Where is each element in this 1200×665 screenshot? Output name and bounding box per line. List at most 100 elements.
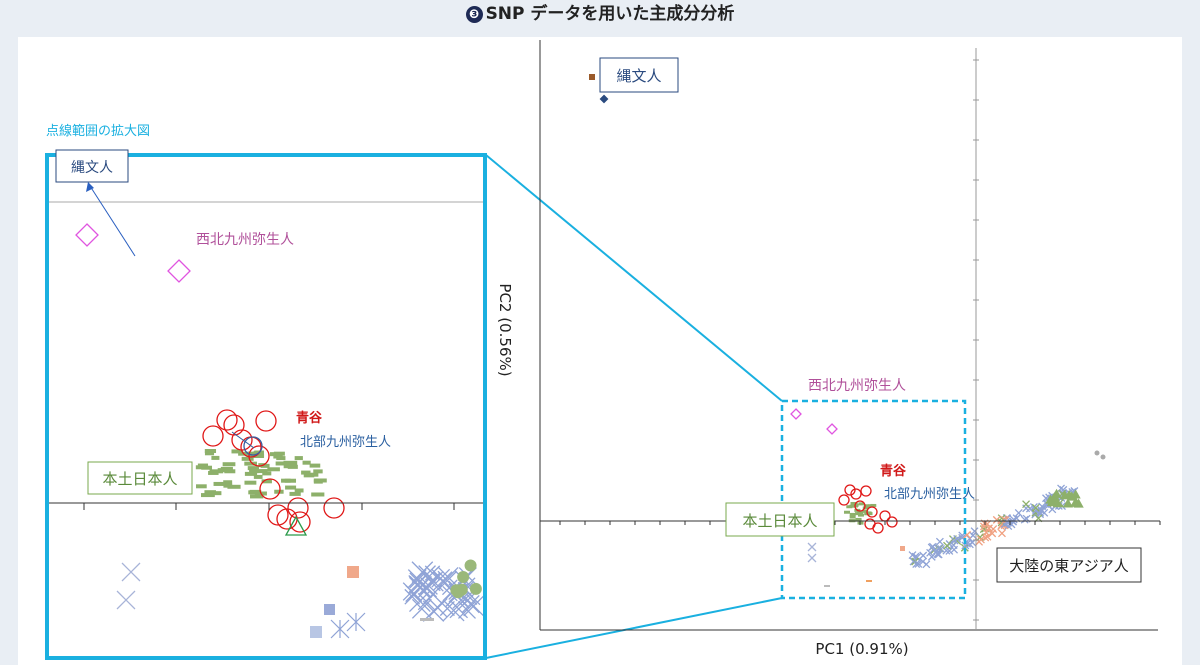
main-continental-point [998,529,1006,538]
inset-mainland-label-box [87,461,193,495]
main-continental-point [1014,509,1023,517]
inset-mainland-point [262,471,272,476]
main-continental-label-box [996,547,1142,583]
main-mainland-label-box [725,502,835,537]
main-jomon-point [589,74,595,80]
main-triangle-point [1062,498,1074,508]
inset-mainland-point [276,456,286,461]
inset-continental-point [402,582,422,601]
main-continental-alt-point [900,546,905,551]
main-continental-point [926,548,935,557]
main-jomon-label: 縄文人 [616,67,661,85]
inset-mainland-point [204,449,217,454]
main-aoya-point [854,500,866,512]
main-continental-point [945,546,954,555]
main-triangle-point [1048,493,1059,503]
main-continental-point [807,553,817,563]
main-continental-point [970,527,979,536]
main-nw-kyushu-yayoi-label: 西北九州弥生人 [808,377,906,394]
inset-continental-point [422,600,445,622]
main-aoya-point [860,485,872,497]
inset-mainland-point [283,464,298,469]
main-aoya-point [866,506,878,518]
inset-mainland-point [208,470,219,475]
inset-continental-point [457,600,476,619]
inset-aoya-point [323,497,345,519]
main-mainland-point [867,504,874,508]
figure-title: SNP データを用いた主成分分析 [485,4,735,24]
inset-continental-point [411,561,434,583]
main-aoya-point [838,494,850,506]
inset-n-kyushu-point [243,436,263,456]
inset-mainland-point [247,451,262,456]
main-continental-point [937,544,946,553]
main-continental-point [950,536,959,545]
inset-jomon-arrow-line [89,185,136,257]
inset-continental-point [404,588,421,605]
main-continental-point [935,537,944,546]
inset-mainland-point [294,456,303,461]
main-ticks [559,59,1161,621]
inset-nw-kyushu-point [75,223,99,247]
main-mainland-point [863,504,870,508]
connector-top [485,154,783,402]
inset-mainland-label: 本土日本人 [102,470,177,488]
main-continental-point [943,541,951,550]
main-triangle-point [1066,491,1077,501]
main-continental-point [912,560,921,569]
main-continental-point [927,552,936,561]
main-jomon-label-box [599,57,679,93]
inset-nw-kyushu-yayoi-label: 西北九州弥生人 [196,231,294,248]
main-continental-point [965,540,974,549]
inset-mainland-point [238,451,252,456]
main-mainland-point [855,517,862,521]
inset-continental-point [461,594,480,614]
inset-jomon-label-box [55,149,129,183]
main-continental-point [992,515,1001,524]
inset-aoya-point [202,425,224,447]
main-mainland-point [849,512,856,516]
main-mainland-point [846,505,853,509]
inset-aoya-point [216,409,238,431]
inset-continental-point [346,612,366,632]
main-nw-kyushu-point [790,408,802,420]
main-mainland-point [858,502,865,506]
inset-mainland-point [267,467,280,472]
main-mainland-point [851,502,858,506]
inset-aoya-point [287,497,309,519]
inset-mainland-point [222,462,236,467]
inset-continental-point [324,604,335,615]
inset-mainland-point [269,452,281,457]
main-n-kyushu-yayoi-label: 北部九州弥生人 [884,486,975,502]
main-continental-point [960,543,969,552]
main-triangle-point [1052,498,1063,508]
inset-mainland-point [201,465,213,470]
inset-aoya-point [223,414,245,436]
inset-aoya-point [289,511,311,533]
inset-continental-point [411,598,432,619]
main-continental-point [1038,502,1047,511]
main-continental-label: 大陸の東アジア人 [1009,557,1128,575]
inset-n-kyushu-yayoi-label: 北部九州弥生人 [300,434,391,450]
main-continental-point [1009,515,1018,524]
main-aoya-point [850,488,862,500]
zoom-caption: 点線範囲の拡大図 [46,123,150,139]
inset-aoya-point [231,429,253,451]
inset-aoya-point [259,478,281,500]
inset-mainland-point [241,456,254,461]
inset-mainland-point [261,479,272,484]
main-triangle-point [1051,488,1062,498]
inset-mainland-point [311,492,325,497]
main-continental-point [1029,503,1038,511]
main-continental-point [1020,515,1029,524]
inset-mainland-point [223,480,233,485]
main-nw-kyushu-point [826,423,838,435]
inset-continental-point [438,566,459,588]
x-axis-label: PC1 (0.91%) [815,640,908,658]
inset-mainland-cluster-point [452,586,465,599]
inset-continental-point [408,575,427,594]
inset-mainland-point [309,463,321,468]
inset-mainland-point [313,469,323,474]
